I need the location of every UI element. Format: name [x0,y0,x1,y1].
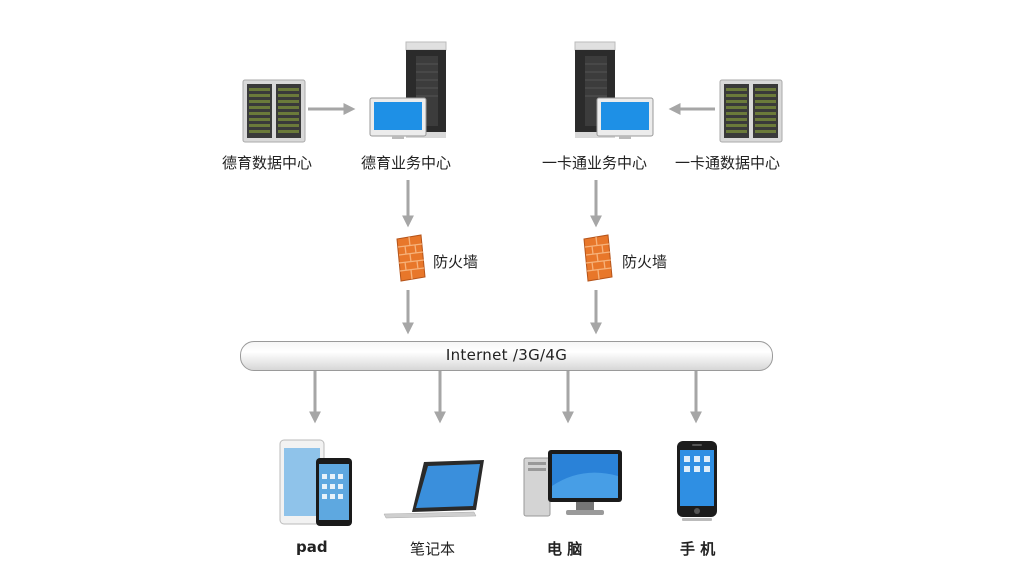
desktop-label: 电 脑 [547,540,583,558]
laptop-label: 笔记本 [410,540,456,558]
left-business-server-icon [369,41,447,139]
tablet-icon [279,439,352,526]
left-business-center-label: 德育业务中心 [361,154,452,172]
right-business-server-icon [574,41,654,139]
left-firewall-label: 防火墙 [433,253,479,271]
mobile-phone-label: 手 机 [680,540,716,558]
internet-bus-label: Internet /3G/4G [445,346,568,364]
right-firewall-icon [583,234,613,282]
right-data-center-label: 一卡通数据中心 [675,154,781,172]
left-data-center-label: 德育数据中心 [222,154,313,172]
left-firewall-icon [396,234,426,282]
mobile-phone-icon [677,441,717,521]
desktop-computer-icon [523,450,622,517]
tablet-label: pad [296,538,328,556]
right-business-center-label: 一卡通业务中心 [542,154,648,172]
laptop-icon [383,460,484,519]
right-data-center-rack-icon [719,79,783,143]
internet-bus: Internet /3G/4G [240,341,773,371]
left-data-center-rack-icon [242,79,306,143]
right-firewall-label: 防火墙 [622,253,668,271]
